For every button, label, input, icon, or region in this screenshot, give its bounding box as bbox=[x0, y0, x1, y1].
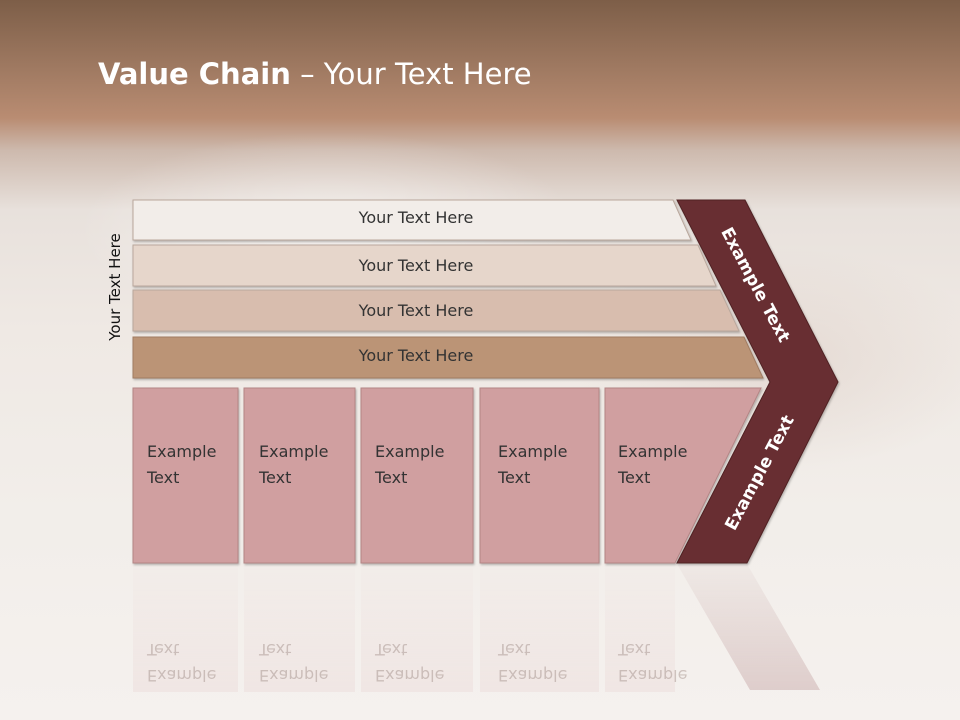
cell-5 bbox=[604, 387, 762, 564]
cell-4 bbox=[479, 387, 600, 564]
cell-reflection bbox=[244, 564, 355, 692]
cell-label-line2: Text bbox=[498, 468, 531, 487]
cell-label-line1: Example bbox=[375, 442, 445, 461]
title-bold: Value Chain bbox=[98, 57, 291, 91]
bar-1 bbox=[132, 199, 692, 241]
cell-reflection bbox=[480, 564, 599, 692]
cell-reflection bbox=[133, 564, 238, 692]
bar-label-1: Your Text Here bbox=[358, 208, 474, 227]
cell-label-line1: Example bbox=[259, 442, 329, 461]
slide-title: Value Chain – Your Text Here bbox=[98, 54, 532, 94]
cell-reflection bbox=[605, 564, 675, 692]
cell-label-line2: Text bbox=[147, 468, 180, 487]
reflection bbox=[133, 564, 820, 692]
bar-2 bbox=[132, 244, 717, 287]
cell-label-line2: Text bbox=[375, 468, 408, 487]
chevron-reflection bbox=[677, 564, 820, 690]
cell-label-line2: Text bbox=[259, 468, 292, 487]
bar-label-2: Your Text Here bbox=[358, 256, 474, 275]
bar-label-4: Your Text Here bbox=[358, 346, 474, 365]
chevron-arrow bbox=[676, 199, 839, 564]
cell-label-line1: Example bbox=[147, 442, 217, 461]
cell-2 bbox=[243, 387, 356, 564]
cell-label-line1: Example bbox=[618, 442, 688, 461]
cell-reflection bbox=[361, 564, 473, 692]
title-rest: – Your Text Here bbox=[290, 57, 532, 91]
bar-4 bbox=[132, 336, 764, 379]
cell-3 bbox=[360, 387, 474, 564]
bar-3 bbox=[132, 289, 740, 332]
cell-label-line1: Example bbox=[498, 442, 568, 461]
cell-label-line2: Text bbox=[618, 468, 651, 487]
bar-label-3: Your Text Here bbox=[358, 301, 474, 320]
cell-1 bbox=[132, 387, 239, 564]
